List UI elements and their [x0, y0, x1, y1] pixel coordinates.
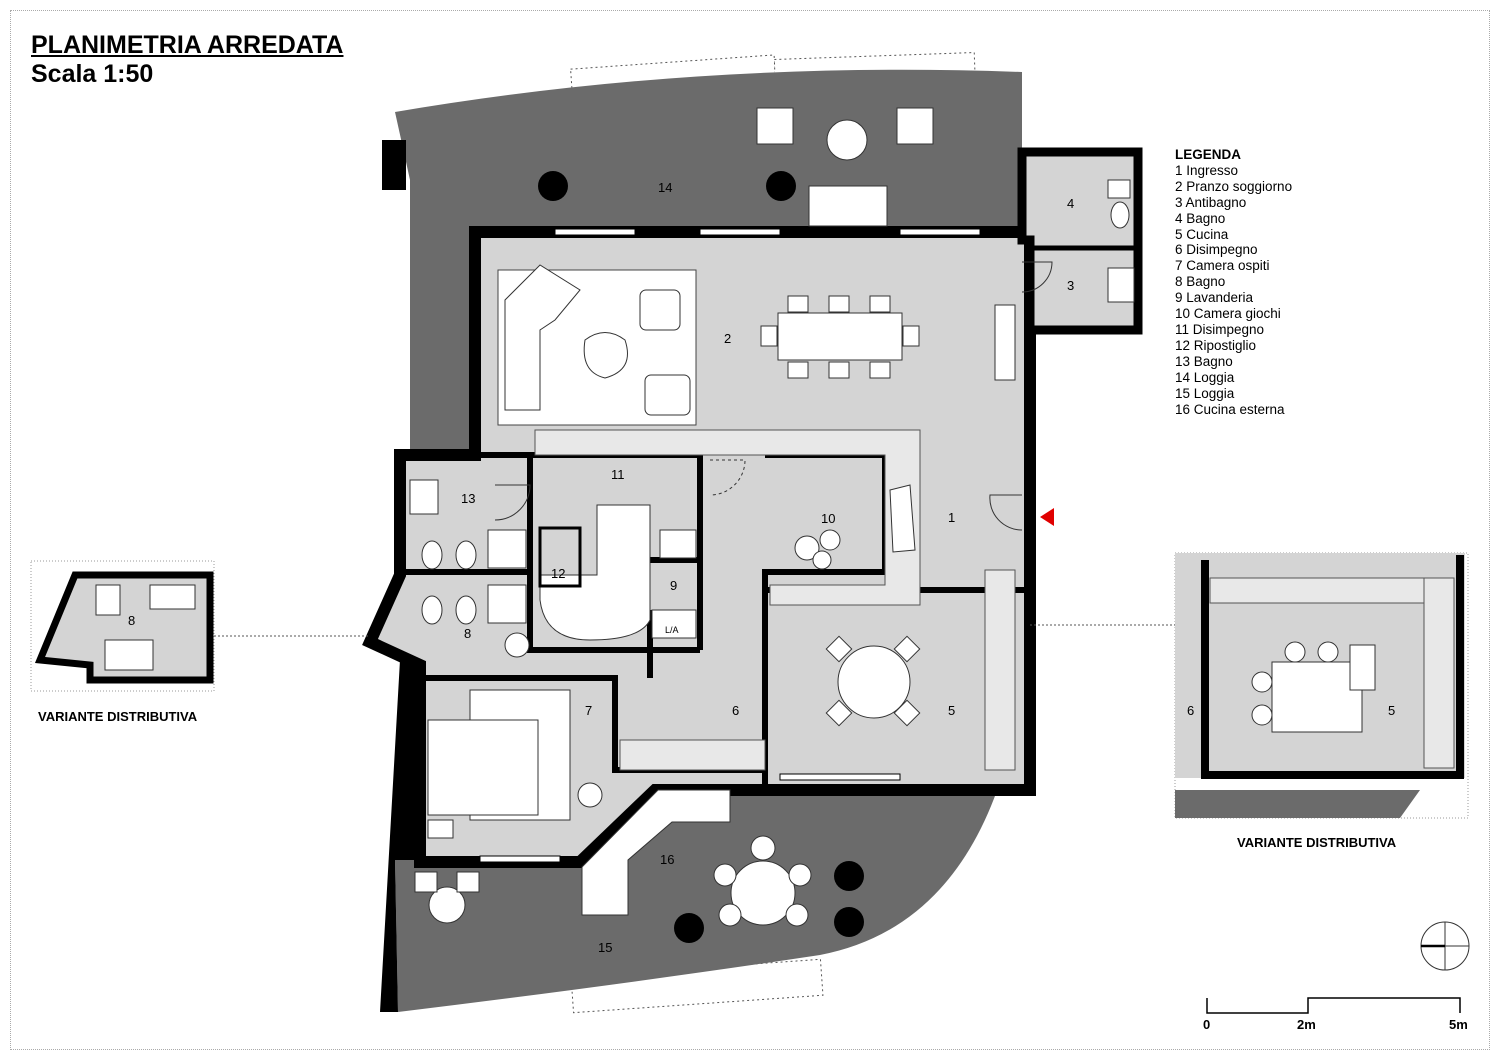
doors[interactable]: [494, 261, 1053, 531]
sheet-frame: [10, 10, 1490, 1050]
windows: [479, 228, 981, 863]
bed: [427, 689, 603, 839]
room-label-14: 14: [658, 180, 672, 195]
scale-tick-5m: 5m: [1449, 1017, 1468, 1032]
entrance-marker-icon: [1040, 508, 1054, 526]
living-furniture: [504, 264, 691, 416]
variant-left-label: VARIANTE DISTRIBUTIVA: [38, 709, 198, 724]
scale-tick-2m: 2m: [1297, 1017, 1316, 1032]
room-label-16: 16: [660, 852, 674, 867]
legend-item: 13 Bagno: [1175, 353, 1233, 369]
play-room-furniture: [794, 484, 916, 570]
legend: LEGENDA 1 Ingresso 2 Pranzo soggiorno 3 …: [1175, 147, 1292, 417]
legend-item: 8 Bagno: [1175, 274, 1226, 290]
room-label-13: 13: [461, 491, 475, 506]
legend-item: 11 Disimpegno: [1175, 321, 1265, 337]
wall-segment: [382, 140, 406, 190]
room-label-1: 1: [948, 510, 955, 525]
legend-item: 4 Bagno: [1175, 210, 1226, 226]
staircase: [538, 504, 651, 641]
loggia-furniture: [756, 107, 934, 227]
laundry-tag: L/A: [665, 625, 679, 635]
room-label-3: 3: [1067, 278, 1074, 293]
kitchen-table: [825, 635, 921, 727]
legend-heading: LEGENDA: [1175, 147, 1242, 162]
legend-item: 7 Camera ospiti: [1175, 258, 1270, 274]
legend-item: 14 Loggia: [1175, 369, 1235, 385]
room-label-8: 8: [464, 626, 471, 641]
dining-table: [760, 295, 1016, 381]
title-block: PLANIMETRIA ARREDATA Scala 1:50: [31, 31, 343, 89]
room-label-5: 5: [948, 703, 955, 718]
annex-bathroom: [1017, 147, 1143, 335]
plan-scale: Scala 1:50: [31, 60, 154, 88]
room-label-9: 9: [670, 578, 677, 593]
legend-item: 9 Lavanderia: [1175, 290, 1254, 306]
scale-bar: 0 2m 5m: [1203, 997, 1468, 1032]
variant-right-room-label-5: 5: [1388, 703, 1395, 718]
room-label-7: 7: [585, 703, 592, 718]
legend-item: 6 Disimpegno: [1175, 242, 1258, 258]
outdoor-furniture: [414, 789, 812, 927]
legend-item: 1 Ingresso: [1175, 162, 1239, 178]
room-label-2: 2: [724, 331, 731, 346]
variant-left-room-label: 8: [128, 613, 135, 628]
legend-item: 12 Ripostiglio: [1175, 337, 1257, 353]
legend-item: 16 Cucina esterna: [1175, 401, 1285, 417]
room-label-4: 4: [1067, 196, 1074, 211]
room-label-11: 11: [611, 467, 625, 482]
room-label-15: 15: [598, 940, 612, 955]
room-label-6: 6: [732, 703, 739, 718]
room-labels: 1 2 3 4 5 6 7 8 9 10 11 12 13 14 15 16: [461, 180, 1074, 955]
variant-right-inset: 6 5: [1030, 552, 1469, 819]
scale-tick-0: 0: [1203, 1017, 1210, 1032]
legend-item: 2 Pranzo soggiorno: [1175, 178, 1293, 194]
legend-item: 3 Antibagno: [1175, 194, 1247, 210]
room-label-10: 10: [821, 511, 835, 526]
wall-segment: [380, 660, 420, 1012]
loggia-15-16: [395, 782, 1000, 1012]
plan-title: PLANIMETRIA ARREDATA: [31, 31, 344, 59]
legend-item: 5 Cucina: [1175, 226, 1229, 242]
variant-right-room-label-6: 6: [1187, 703, 1194, 718]
legend-item: 15 Loggia: [1175, 385, 1235, 401]
legend-item: 10 Camera giochi: [1175, 306, 1281, 322]
bathroom-fixtures: [409, 179, 1135, 658]
bench: [534, 429, 1016, 771]
north-arrow-icon: [1420, 921, 1470, 971]
loggia-14: [395, 69, 1022, 455]
room-label-12: 12: [551, 566, 565, 581]
variant-right-label: VARIANTE DISTRIBUTIVA: [1237, 835, 1397, 850]
columns: [538, 171, 864, 943]
variant-left-inset: 8: [30, 560, 370, 692]
